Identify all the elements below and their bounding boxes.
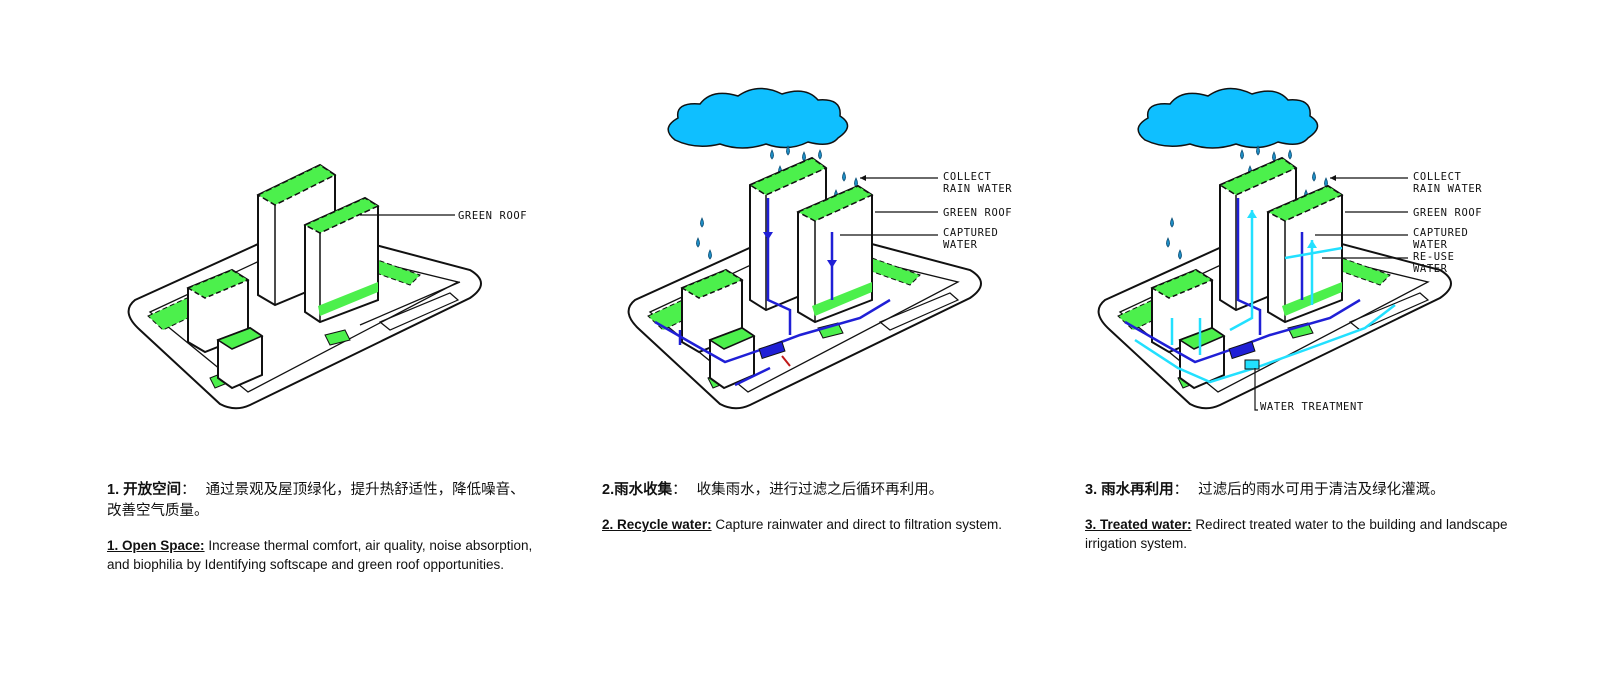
diagram-recycle-water: COLLECT RAIN WATER GREEN ROOF CAPTURED W… <box>627 87 1012 410</box>
en-text: Redirect treated water to the building a… <box>1085 517 1508 551</box>
caption-recycle-water: 2.雨水收集：收集雨水，进行过滤之后循环再利用。 2. Recycle wate… <box>602 480 1032 534</box>
en-caption: 2. Recycle water: Capture rainwater and … <box>602 515 1032 534</box>
label-captured-water: WATER <box>1413 239 1448 251</box>
cn-caption: 2.雨水收集：收集雨水，进行过滤之后循环再利用。 <box>602 482 944 498</box>
label-rain-water: RAIN WATER <box>943 183 1012 195</box>
en-caption: 1. Open Space: Increase thermal comfort,… <box>107 536 537 574</box>
collector-tank <box>1228 340 1256 360</box>
label-re-use-water: WATER <box>1413 263 1448 275</box>
panel-open-space: GREEN ROOF 1. 开放空间：通过景观及屋顶绿化，提升热舒适性，降低噪音… <box>0 0 560 700</box>
cn-text: 通过景观及屋顶绿化，提升热舒适性，降低噪音、改善空气质量。 <box>107 482 525 519</box>
rain-cloud <box>667 87 849 149</box>
label-green-roof: GREEN ROOF <box>943 207 1012 219</box>
label-captured: CAPTURED <box>1413 227 1468 239</box>
water-treatment-unit <box>1244 359 1260 370</box>
label-green-roof: GREEN ROOF <box>1413 207 1482 219</box>
cn-title: 3. 雨水再利用 <box>1085 482 1174 498</box>
cn-text: 过滤后的雨水可用于清洁及绿化灌溉。 <box>1198 482 1445 498</box>
cn-caption: 1. 开放空间：通过景观及屋顶绿化，提升热舒适性，降低噪音、改善空气质量。 <box>107 482 525 519</box>
en-title: 2. Recycle water: <box>602 517 712 532</box>
cn-title: 1. 开放空间 <box>107 482 182 498</box>
caption-treated-water: 3. 雨水再利用：过滤后的雨水可用于清洁及绿化灌溉。 3. Treated wa… <box>1085 480 1515 553</box>
en-caption: 3. Treated water: Redirect treated water… <box>1085 515 1515 553</box>
en-text: Increase thermal comfort, air quality, n… <box>107 538 533 572</box>
diagram-open-space: GREEN ROOF <box>127 163 527 410</box>
cn-text: 收集雨水，进行过滤之后循环再利用。 <box>696 482 944 498</box>
collector-tank <box>758 340 786 360</box>
diagram-treated-water: WATER TREATMENT COLLECT RAIN WATER GREEN… <box>1097 87 1482 413</box>
rain-cloud <box>1137 87 1319 149</box>
en-text: Capture rainwater and direct to filtrati… <box>715 517 1002 532</box>
en-title: 1. Open Space: <box>107 538 205 553</box>
cn-title: 2.雨水收集 <box>602 482 673 498</box>
cn-caption: 3. 雨水再利用：过滤后的雨水可用于清洁及绿化灌溉。 <box>1085 482 1445 498</box>
label-green-roof: GREEN ROOF <box>458 210 527 222</box>
label-captured-water: WATER <box>943 239 978 251</box>
panel-recycle-water: COLLECT RAIN WATER GREEN ROOF CAPTURED W… <box>560 0 1060 700</box>
panel-treated-water: WATER TREATMENT COLLECT RAIN WATER GREEN… <box>1060 0 1600 700</box>
label-collect: COLLECT <box>943 171 992 183</box>
en-title: 3. Treated water: <box>1085 517 1192 532</box>
caption-open-space: 1. 开放空间：通过景观及屋顶绿化，提升热舒适性，降低噪音、改善空气质量。 1.… <box>107 480 537 574</box>
label-collect: COLLECT <box>1413 171 1462 183</box>
label-water-treatment: WATER TREATMENT <box>1260 401 1364 413</box>
label-captured: CAPTURED <box>943 227 998 239</box>
label-re-use: RE-USE <box>1413 251 1455 263</box>
label-rain-water: RAIN WATER <box>1413 183 1482 195</box>
